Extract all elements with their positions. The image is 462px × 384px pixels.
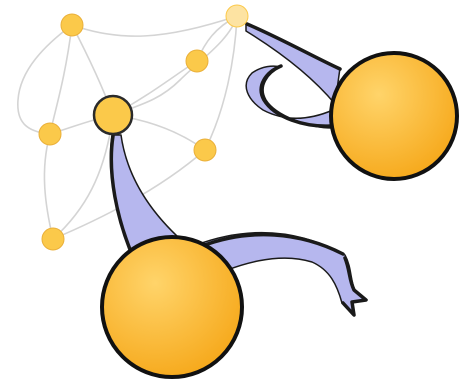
ribbon-tail-edge: [200, 232, 345, 256]
hub-node: [92, 94, 134, 136]
network-node: [225, 4, 249, 28]
network-edge: [204, 15, 238, 151]
ribbon-stem-edge: [109, 134, 133, 254]
network-node: [193, 138, 217, 162]
network-edge: [43, 133, 54, 240]
ribbon-stem: [109, 134, 189, 253]
network-node: [38, 122, 62, 146]
network-edge: [112, 15, 238, 116]
network-edge: [52, 114, 114, 240]
network-edge: [49, 24, 73, 135]
network-edge: [71, 15, 238, 37]
network-node: [60, 13, 84, 37]
ribbon-stem-edge: [245, 22, 342, 71]
network-node: [41, 227, 65, 251]
ribbon-tail-edge: [341, 256, 368, 317]
sphere-bottom: [100, 235, 244, 379]
sphere-right: [329, 51, 459, 181]
ribbon-tail-edge: [259, 64, 332, 128]
ribbon-right: [245, 22, 342, 129]
network-nodes: [38, 4, 249, 251]
network-node: [185, 49, 209, 73]
network-edge: [17, 24, 73, 135]
